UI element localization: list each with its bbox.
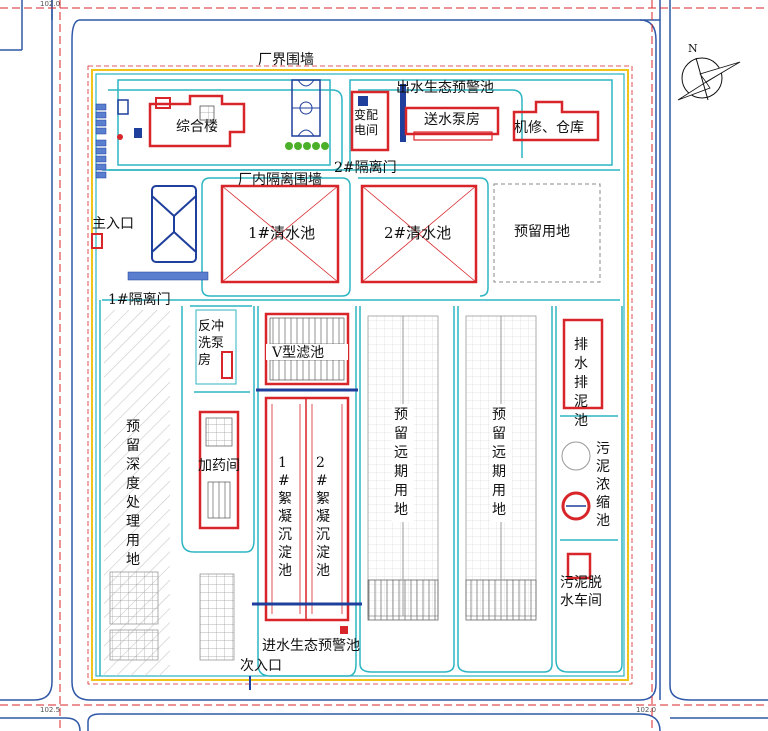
label-substation: 变配电间	[354, 108, 379, 137]
outlet-pool-wall	[400, 84, 406, 142]
label-dosing: 加药间	[198, 458, 240, 474]
label-sed1: 1#絮凝沉淀池	[278, 455, 292, 579]
office-stairs	[199, 105, 215, 121]
label-future1: 预留远期用地	[394, 407, 408, 518]
parking-grid	[109, 571, 159, 661]
dosing-building: 加药间	[198, 410, 240, 530]
label-boundary-wall: 厂界围墙	[258, 52, 314, 68]
site-boundary	[87, 65, 633, 685]
guard-box	[134, 128, 142, 138]
pump-area: 出水生态预警池 送水泵房 变配电间	[350, 80, 500, 152]
reserved-land: 预留用地	[493, 183, 601, 283]
label-outlet-pool: 出水生态预警池	[396, 80, 494, 96]
label-clear2: 2#清水池	[384, 224, 451, 242]
office-wing	[155, 97, 171, 109]
small-house	[117, 99, 129, 115]
pump-foundations	[413, 131, 493, 141]
clear-water-tank-1: 1#清水池	[220, 184, 340, 284]
label-sed2: 2#絮凝沉淀池	[316, 455, 330, 579]
label-gate2: 2#隔离门	[334, 159, 397, 176]
auxiliary-building	[199, 573, 235, 661]
repair-warehouse: 机修、仓库	[512, 100, 600, 142]
label-pump-house: 送水泵房	[424, 112, 480, 128]
sports-court: 厂界围墙	[258, 52, 329, 150]
intake-structure	[151, 185, 197, 263]
coord-bottom-right: 102.0	[636, 706, 656, 714]
future-reserve-2: 预留远期用地	[465, 315, 537, 621]
label-inlet-pool: 进水生态预警池	[262, 638, 360, 654]
north-label: N	[688, 42, 698, 55]
inlet-pool-marker	[340, 626, 348, 634]
label-clear1: 1#清水池	[248, 224, 315, 242]
office-building	[148, 94, 246, 148]
repair-building	[512, 100, 600, 142]
label-advanced: 预留深度处理用地	[126, 419, 140, 568]
label-thickener: 污泥浓缩池	[596, 441, 610, 529]
label-repair-warehouse: 机修、仓库	[514, 120, 584, 136]
label-inner-wall: 厂内隔离围墙	[238, 171, 322, 188]
label-main-entrance: 主入口	[92, 216, 134, 232]
label-dewater: 污泥脱水车间	[560, 575, 602, 609]
trees	[285, 142, 329, 150]
backwash-pump-house: 反冲洗泵房	[195, 309, 237, 385]
future-reserve-1: 预留远期用地	[367, 315, 439, 621]
parking-stalls	[95, 103, 107, 179]
label-vfilter: V型滤池	[271, 345, 324, 361]
label-secondary-entrance: 次入口	[240, 658, 282, 674]
gate-house	[91, 233, 103, 249]
coord-bottom-left: 102.5	[40, 706, 60, 714]
north-arrow: N	[677, 42, 741, 101]
clear-water-tank-2: 2#清水池	[360, 184, 478, 284]
label-backwash: 反冲洗泵房	[198, 319, 225, 368]
long-parking	[127, 271, 209, 281]
label-gate1: 1#隔离门	[108, 291, 171, 308]
sludge-dewatering: 污泥脱水车间	[560, 552, 602, 609]
substation	[350, 90, 390, 152]
office-marker	[117, 134, 123, 140]
sludge-thickener: 污泥浓缩池	[561, 441, 610, 529]
advanced-treatment-reserve: 预留深度处理用地	[104, 310, 235, 676]
transformer	[358, 96, 368, 106]
internal-roads	[99, 79, 623, 677]
label-office: 综合楼	[176, 119, 218, 135]
pump-house	[404, 106, 500, 136]
office-area: 综合楼	[95, 94, 246, 179]
label-reserved: 预留用地	[514, 224, 570, 240]
coord-top: 102.0	[40, 0, 60, 8]
sedimentation-tanks: 1#絮凝沉淀池 2#絮凝沉淀池	[264, 396, 350, 622]
v-type-filter: V型滤池	[264, 312, 350, 386]
label-drain: 排水排泥池	[574, 337, 588, 429]
drain-sludge-pool: 排水排泥池	[562, 318, 604, 429]
label-future2: 预留远期用地	[492, 407, 506, 518]
